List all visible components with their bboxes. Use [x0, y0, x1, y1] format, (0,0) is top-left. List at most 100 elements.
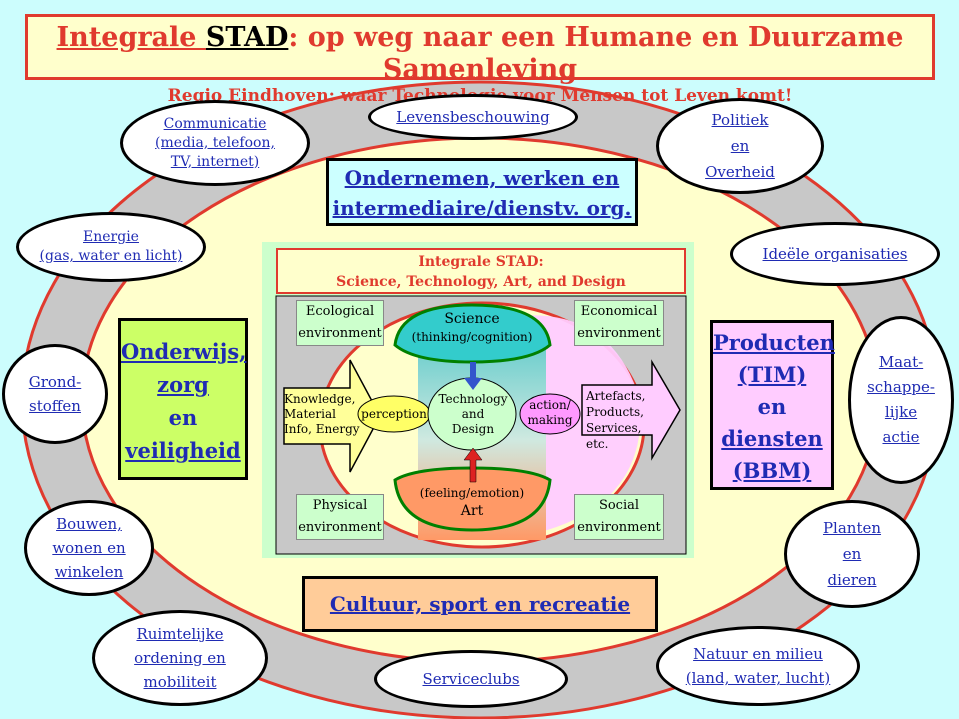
ecological-line2: environment — [298, 326, 382, 341]
oval-energie[interactable]: Energie (gas, water en licht) — [16, 212, 206, 282]
planten-line2: en — [842, 545, 862, 563]
inner-title: Integrale STAD: Science, Technology, Art… — [276, 248, 686, 294]
science-label: Science (thinking/cognition) — [396, 310, 548, 350]
technology-line3: Design — [451, 422, 495, 436]
planten-line3: dieren — [827, 571, 877, 589]
ruimtelijk-line3: mobiliteit — [143, 673, 217, 691]
grondstoffen-label[interactable]: Grond- — [28, 373, 82, 391]
maatschappelijk-line2: schappe- — [867, 378, 935, 396]
grondstoffen-line2: stoffen — [29, 397, 81, 415]
box-onderwijs[interactable]: Onderwijs, zorg en veiligheid — [118, 318, 248, 480]
ecological-line1: Ecological — [305, 304, 375, 319]
natuur-label[interactable]: Natuur en milieu — [693, 645, 823, 663]
title-rest: : op weg naar een Humane en Duurzame Sam… — [288, 22, 904, 85]
knowledge-line3: Info, Energy — [284, 422, 360, 436]
onderwijs-line4: veiligheid — [125, 438, 241, 463]
oval-serviceclubs[interactable]: Serviceclubs — [374, 650, 568, 708]
knowledge-line2: Material — [284, 407, 336, 421]
artefacts-line1: Artefacts, — [586, 389, 646, 403]
bouwen-label[interactable]: Bouwen, — [56, 515, 122, 533]
oval-communicatie[interactable]: Communicatie (media, telefoon, TV, inter… — [120, 100, 310, 186]
onderwijs-line2: zorg — [157, 372, 209, 397]
communicatie-line2: (media, telefoon, — [155, 134, 275, 151]
physical-line1: Physical — [312, 498, 368, 513]
producten-line4: diensten — [721, 426, 823, 451]
ondernemen-label[interactable]: Ondernemen, werken en — [344, 166, 620, 190]
energie-line2: (gas, water en licht) — [39, 248, 183, 264]
box-ondernemen[interactable]: Ondernemen, werken en intermediaire/dien… — [326, 158, 638, 226]
ruimtelijk-line2: ordening en — [134, 649, 226, 667]
serviceclubs-label[interactable]: Serviceclubs — [422, 670, 520, 688]
planten-label[interactable]: Planten — [822, 519, 882, 537]
ruimtelijk-label[interactable]: Ruimtelijke — [136, 625, 224, 643]
box-cultuur[interactable]: Cultuur, sport en recreatie — [302, 576, 658, 632]
oval-ideele[interactable]: Ideële organisaties — [730, 222, 940, 286]
oval-politiek[interactable]: Politiek en Overheid — [656, 98, 824, 194]
action-line2: making — [527, 413, 573, 427]
oval-bouwen[interactable]: Bouwen, wonen en winkelen — [24, 500, 154, 596]
knowledge-arrow — [283, 359, 381, 473]
levensbeschouwing-label[interactable]: Levensbeschouwing — [396, 108, 550, 126]
producten-line5: (BBM) — [732, 458, 812, 483]
communicatie-label[interactable]: Communicatie — [163, 115, 267, 132]
knowledge-label: Knowledge, Material Info, Energy — [284, 392, 360, 444]
box-producten[interactable]: Producten (TIM) en diensten (BBM) — [710, 320, 835, 490]
up-arrow — [463, 447, 483, 483]
social-line1: Social — [598, 498, 640, 513]
oval-levensbeschouwing[interactable]: Levensbeschouwing — [368, 94, 578, 140]
artefacts-arrow — [581, 359, 681, 461]
social-line2: environment — [577, 520, 661, 535]
oval-natuur[interactable]: Natuur en milieu (land, water, lucht) — [656, 626, 860, 706]
box-social: Social environment — [574, 494, 664, 540]
header-banner: Integrale STAD: op weg naar een Humane e… — [25, 14, 935, 106]
art-label: (feeling/emotion) Art — [396, 484, 548, 524]
oval-ruimtelijk[interactable]: Ruimtelijke ordening en mobiliteit — [92, 610, 268, 706]
energie-label[interactable]: Energie — [83, 229, 139, 245]
science-shape — [393, 303, 552, 364]
oval-grondstoffen[interactable]: Grond- stoffen — [2, 344, 108, 444]
oval-planten[interactable]: Planten en dieren — [784, 500, 920, 608]
onderwijs-label[interactable]: Onderwijs, — [121, 339, 247, 364]
action-label: action/ making — [520, 398, 580, 432]
action-ellipse — [519, 393, 581, 435]
natuur-line2: (land, water, lucht) — [685, 669, 831, 687]
physical-line2: environment — [298, 520, 382, 535]
technology-label: Technology and Design — [430, 392, 516, 438]
inner-title-line2: Science, Technology, Art, and Design — [336, 274, 626, 290]
maatschappelijk-label[interactable]: Maat- — [878, 353, 924, 371]
politiek-line2: en — [730, 137, 750, 155]
knowledge-line1: Knowledge, — [284, 392, 356, 406]
art-title: Art — [460, 503, 484, 519]
bouwen-line3: winkelen — [54, 563, 124, 581]
maatschappelijk-line3: lijke — [884, 403, 918, 421]
producten-label[interactable]: Producten — [713, 330, 835, 355]
box-ecological: Ecological environment — [296, 300, 384, 346]
art-sub: (feeling/emotion) — [419, 486, 525, 500]
title-prefix: Integrale — [56, 22, 206, 53]
box-economical: Economical environment — [574, 300, 664, 346]
economical-line2: environment — [577, 326, 661, 341]
oval-maatschappelijk[interactable]: Maat- schappe- lijke actie — [848, 316, 954, 484]
down-arrow — [464, 362, 482, 390]
producten-line2: (TIM) — [737, 362, 807, 387]
technology-line1: Technology — [438, 392, 508, 406]
politiek-line3: Overheid — [705, 163, 775, 181]
perception-text: perception — [361, 407, 427, 421]
economical-line1: Economical — [580, 304, 658, 319]
header-title: Integrale STAD: op weg naar een Humane e… — [28, 22, 932, 86]
science-sub: (thinking/cognition) — [411, 330, 533, 344]
politiek-label[interactable]: Politiek — [711, 111, 769, 129]
technology-line2: and — [461, 407, 485, 421]
ondernemen-line2: intermediaire/dienstv. org. — [332, 196, 632, 220]
cultuur-label[interactable]: Cultuur, sport en recreatie — [329, 592, 631, 616]
box-physical: Physical environment — [296, 494, 384, 540]
inner-title-line1: Integrale STAD: — [418, 254, 544, 270]
producten-line3: en — [757, 394, 787, 419]
title-stad: STAD — [205, 22, 289, 53]
perception-label: perception — [358, 406, 430, 424]
bouwen-line2: wonen en — [52, 539, 126, 557]
maatschappelijk-line4: actie — [882, 428, 920, 446]
ideele-label[interactable]: Ideële organisaties — [762, 245, 908, 263]
art-shape — [393, 466, 552, 532]
communicatie-line3: TV, internet) — [170, 153, 260, 170]
